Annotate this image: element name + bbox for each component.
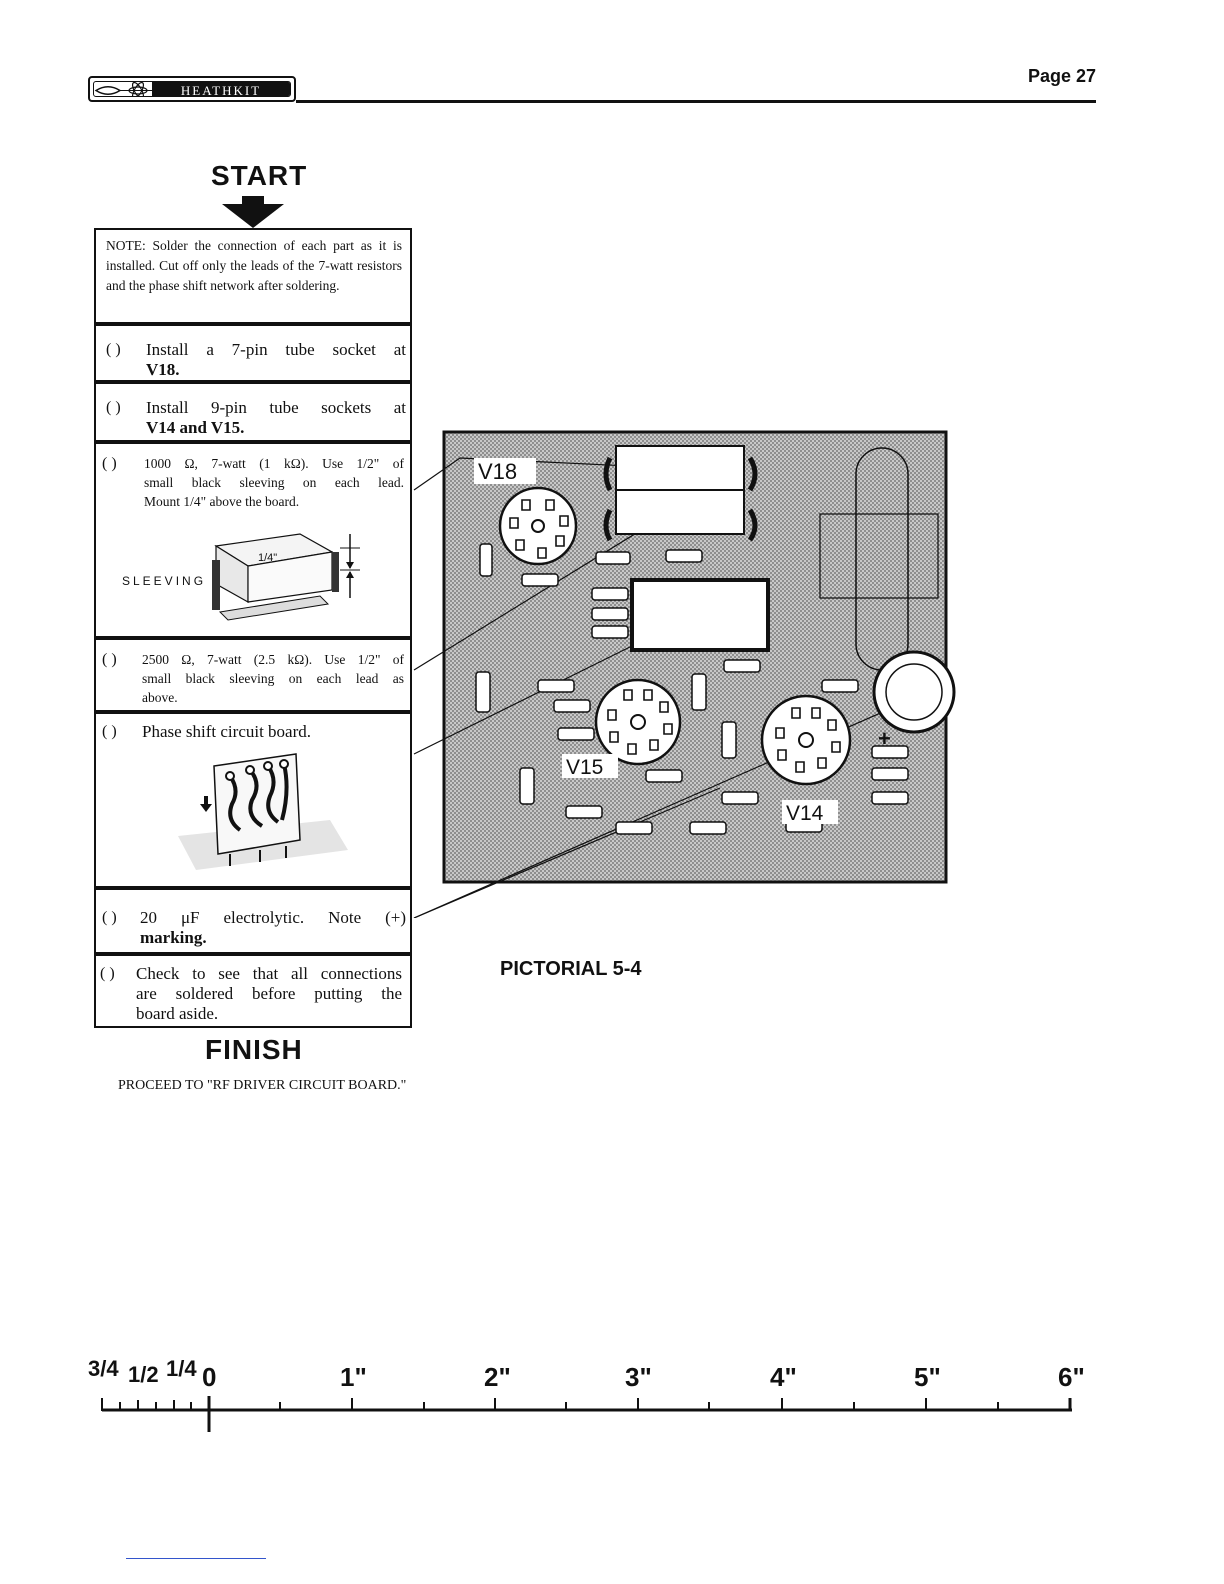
step-checkbox[interactable]: ( ) [102,723,117,740]
ruler-label-zero: 0 [202,1362,217,1392]
quarter-inch-label: 1/4" [258,552,278,564]
atom-icon [94,82,152,96]
v15-label: V15 [566,756,603,779]
plus-marking-label: + [878,726,891,751]
finish-title: FINISH [205,1034,303,1065]
note-box: NOTE: Solder the connection of each part… [94,228,412,324]
step-text: 1000 Ω, 7-watt (1 kΩ). Use 1/2" of [144,456,404,471]
ruler-label-5in: 5" [914,1362,941,1392]
heathkit-logo: HEATHKIT [88,76,296,102]
logo-text: HEATHKIT [152,82,290,96]
v14-label: V14 [786,802,824,825]
step-text: Install 9-pin tube sockets at [146,398,406,417]
ruler-label-1in: 1" [340,1362,367,1392]
v18-label: V18 [478,459,517,484]
resistor-mount-illustration [212,533,360,621]
step-checkbox[interactable]: ( ) [106,399,121,416]
step-check-connections: ( ) Check to see that all connections ar… [94,954,412,1028]
step-checkbox[interactable]: ( ) [102,455,117,472]
sleeving-label: SLEEVING [122,574,207,588]
step-2500-ohm: ( ) 2500 Ω, 7-watt (2.5 kΩ). Use 1/2" of… [94,638,412,712]
ruler-label-6in: 6" [1058,1362,1085,1392]
step-install-v18: ( ) Install a 7-pin tube socket at V18. [94,324,412,382]
arrow-down-icon [222,196,284,228]
step-text: 20 μF electrolytic. Note (+) [140,908,406,927]
step-1000-ohm: ( ) 1000 Ω, 7-watt (1 kΩ). Use 1/2" of s… [94,442,412,638]
step-text: Phase shift circuit board. [142,722,312,741]
step-checkbox[interactable]: ( ) [106,341,121,358]
step-text: V14 and V15. [146,418,245,437]
step-install-v14-v15: ( ) Install 9-pin tube sockets at V14 an… [94,382,412,442]
step-text: Install a 7-pin tube socket at [146,340,406,359]
header-rule [296,100,1096,103]
step-text: Check to see that all connections [136,964,402,983]
ruler-label-half: 1/2 [128,1362,159,1387]
step-text: above. [142,690,178,705]
pictorial-circuit-board: V18 V15 V14 + [413,430,956,918]
step-text: small black sleeving on each lead. [144,475,404,490]
step-text: Mount 1/4" above the board. [144,494,300,509]
step-checkbox[interactable]: ( ) [100,965,115,982]
step-text: are soldered before putting the [136,984,402,1003]
ruler-label-quarter: 1/4 [166,1356,197,1381]
ruler-label-three-quarter: 3/4 [88,1356,119,1381]
bottom-link-underline [126,1558,266,1559]
step-text: V18. [146,360,180,379]
step-20uf-electrolytic: ( ) 20 μF electrolytic. Note (+) marking… [94,888,412,954]
proceed-text: PROCEED TO "RF DRIVER CIRCUIT BOARD." [118,1078,407,1093]
page-number: Page 27 [1027,66,1096,86]
inch-ruler [101,1396,1072,1432]
pictorial-caption: PICTORIAL 5-4 [500,958,642,980]
ruler-label-2in: 2" [484,1362,511,1392]
step-text: board aside. [136,1004,219,1023]
ruler-label-4in: 4" [770,1362,797,1392]
step-text: marking. [140,928,207,947]
step-checkbox[interactable]: ( ) [102,651,117,668]
ruler-label-3in: 3" [625,1362,652,1392]
start-title: START [211,160,308,191]
phase-shift-board-illustration [178,753,348,870]
step-text: 2500 Ω, 7-watt (2.5 kΩ). Use 1/2" of [142,652,404,667]
step-text: small black sleeving on each lead as [142,671,404,686]
step-checkbox[interactable]: ( ) [102,909,117,926]
step-phase-shift: ( ) Phase shift circuit board. [94,712,412,888]
note-text: NOTE: Solder the connection of each part… [106,238,402,293]
